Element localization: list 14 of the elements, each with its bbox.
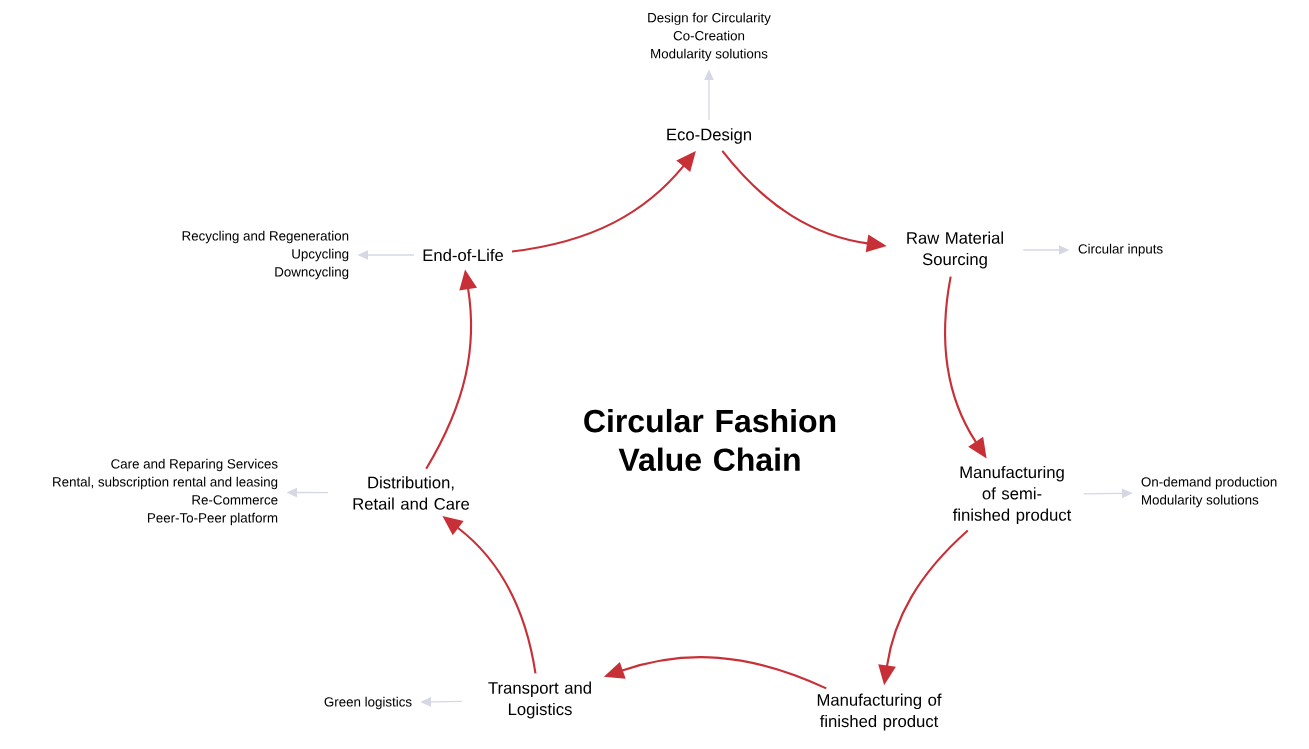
detail-list: On-demand production Modularity solutions [1141,476,1277,508]
detail-list: Circular inputs [1078,243,1163,257]
detail-list: Recycling and Regeneration Upcycling Downcycling [182,230,349,280]
stage-label: Eco-Design [667,128,751,144]
title: Circular Fashion Value Chain [584,408,836,472]
stage-label: End-of-Life [423,248,504,262]
stage-label: Transport and Logistics [488,681,591,719]
detail-list: Design for Circularity Co-Creation Modularity solutions [648,12,771,62]
detail-list: Green logistics [324,696,412,710]
stage-label: Distribution, Retail and Care [353,476,470,510]
detail-list: Care and Reparing Services Rental, subscription rental and leasing Re-Commerce Peer-To-Peer platform [53,458,278,526]
stage-label: Manufacturing of finished product [817,693,942,731]
stage-label: Manufacturing of semi-finished product [952,465,1072,525]
stage-label: Raw Material Sourcing [907,231,1003,269]
